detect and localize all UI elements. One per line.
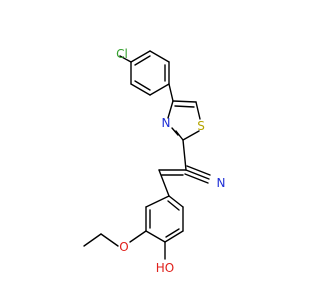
atom-labels: Cl S N N O HO [116,47,225,275]
chlorine-label: Cl [116,47,128,61]
bond [174,105,195,108]
bond [172,100,197,103]
bond [186,165,211,176]
bond [149,50,170,63]
bond [167,100,174,119]
bond [182,139,187,171]
bond [129,230,147,243]
bond [130,50,151,63]
bond [165,228,180,238]
hydroxyl-label: HO [156,261,174,275]
bond [182,130,200,141]
bond [171,127,179,136]
bond [185,169,210,180]
bond [168,83,174,102]
bond [168,195,184,208]
bond [134,55,151,66]
bond [130,83,151,96]
bond [145,230,166,243]
bond [83,233,102,247]
chemical-structure: Cl S N N O HO [83,47,225,275]
bond [158,169,170,197]
bond [175,130,184,141]
bond [195,101,201,120]
bond [167,200,180,211]
sulfur-label: S [197,119,205,133]
nitrile-nitrogen-label: N [217,176,226,190]
bond [100,233,119,247]
bond [149,83,170,96]
bond [134,80,151,91]
bond [119,55,132,63]
bond [184,173,209,184]
bond [164,230,184,243]
thiazole-nitrogen-label: N [162,116,171,130]
bonds [83,50,211,260]
bond [145,195,170,208]
ether-oxygen-label: O [119,240,128,254]
